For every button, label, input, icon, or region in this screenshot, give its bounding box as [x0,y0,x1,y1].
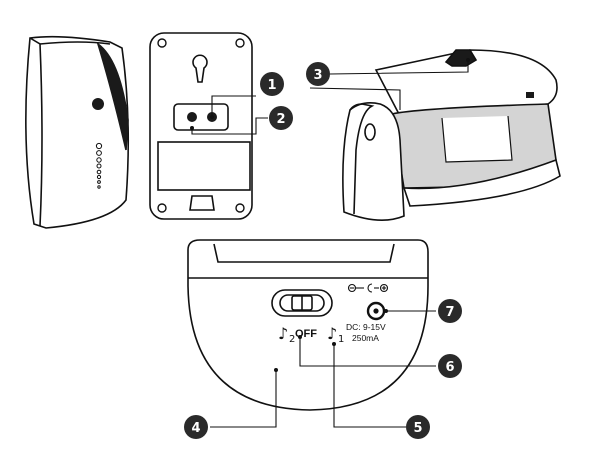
leader-endpoints [190,58,470,372]
receiver-led-dots [95,142,103,189]
callout-1: 1 [260,72,284,96]
callout-5-number: 5 [413,421,422,436]
mounting-hole-1 [187,112,197,122]
callout-4-number: 4 [191,421,200,436]
receiver-back-screws [157,38,245,213]
callout-3: 3 [306,62,330,86]
callout-3-number: 3 [313,68,322,83]
melody-1-note-icon: ♪ [327,324,337,343]
callout-2: 2 [269,106,293,130]
dc-spec-current: 250mA [352,333,379,343]
callout-4: 4 [184,415,208,439]
callout-1-number: 1 [267,78,276,93]
leader-lines [191,60,469,428]
receiver-button [92,98,104,110]
melody-2-note-icon: ♪ [278,324,288,343]
dc-power-jack-pin [373,308,379,314]
dc-spec-voltage: DC: 9-15V [346,322,386,332]
callout-6: 6 [438,354,462,378]
selector-switch [271,289,333,317]
callout-5: 5 [406,415,430,439]
callout-6-number: 6 [445,360,454,375]
dc-polarity-symbol [347,283,389,293]
battery-unit [187,239,429,411]
receiver-back [149,32,253,220]
callout-2-number: 2 [276,112,285,127]
motion-sensor [342,49,561,221]
callout-7: 7 [438,299,462,323]
receiver-front [25,35,130,229]
melody-1-label: 1 [338,334,344,345]
switch-off-label: OFF [295,328,317,340]
melody-2-label: 2 [289,334,295,345]
callout-7-number: 7 [445,305,454,320]
